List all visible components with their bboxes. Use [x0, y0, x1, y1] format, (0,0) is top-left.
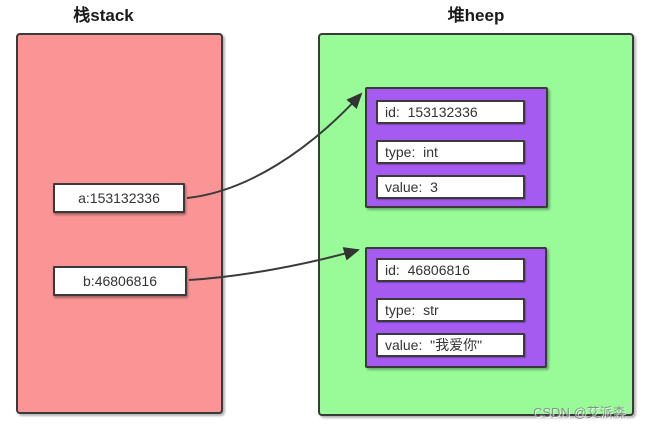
stack-variable-a: a:153132336: [53, 183, 185, 213]
field-value: value: "我爱你": [376, 333, 525, 357]
field-id: id: 153132336: [376, 100, 525, 124]
stack-title: 栈stack: [73, 6, 134, 25]
stack-variable-b: b:46806816: [53, 266, 187, 296]
heap-object-int: id: 153132336 type: int value: 3: [365, 87, 548, 208]
field-type: type: str: [376, 298, 525, 322]
field-id: id: 46806816: [376, 258, 525, 282]
field-value: value: 3: [376, 175, 525, 199]
field-type: type: int: [376, 140, 525, 164]
stack-region: [16, 33, 223, 414]
csdn-watermark: CSDN @艾派森: [533, 405, 626, 420]
heap-object-str: id: 46806816 type: str value: "我爱你": [365, 247, 547, 368]
heap-title: 堆heep: [447, 6, 505, 25]
